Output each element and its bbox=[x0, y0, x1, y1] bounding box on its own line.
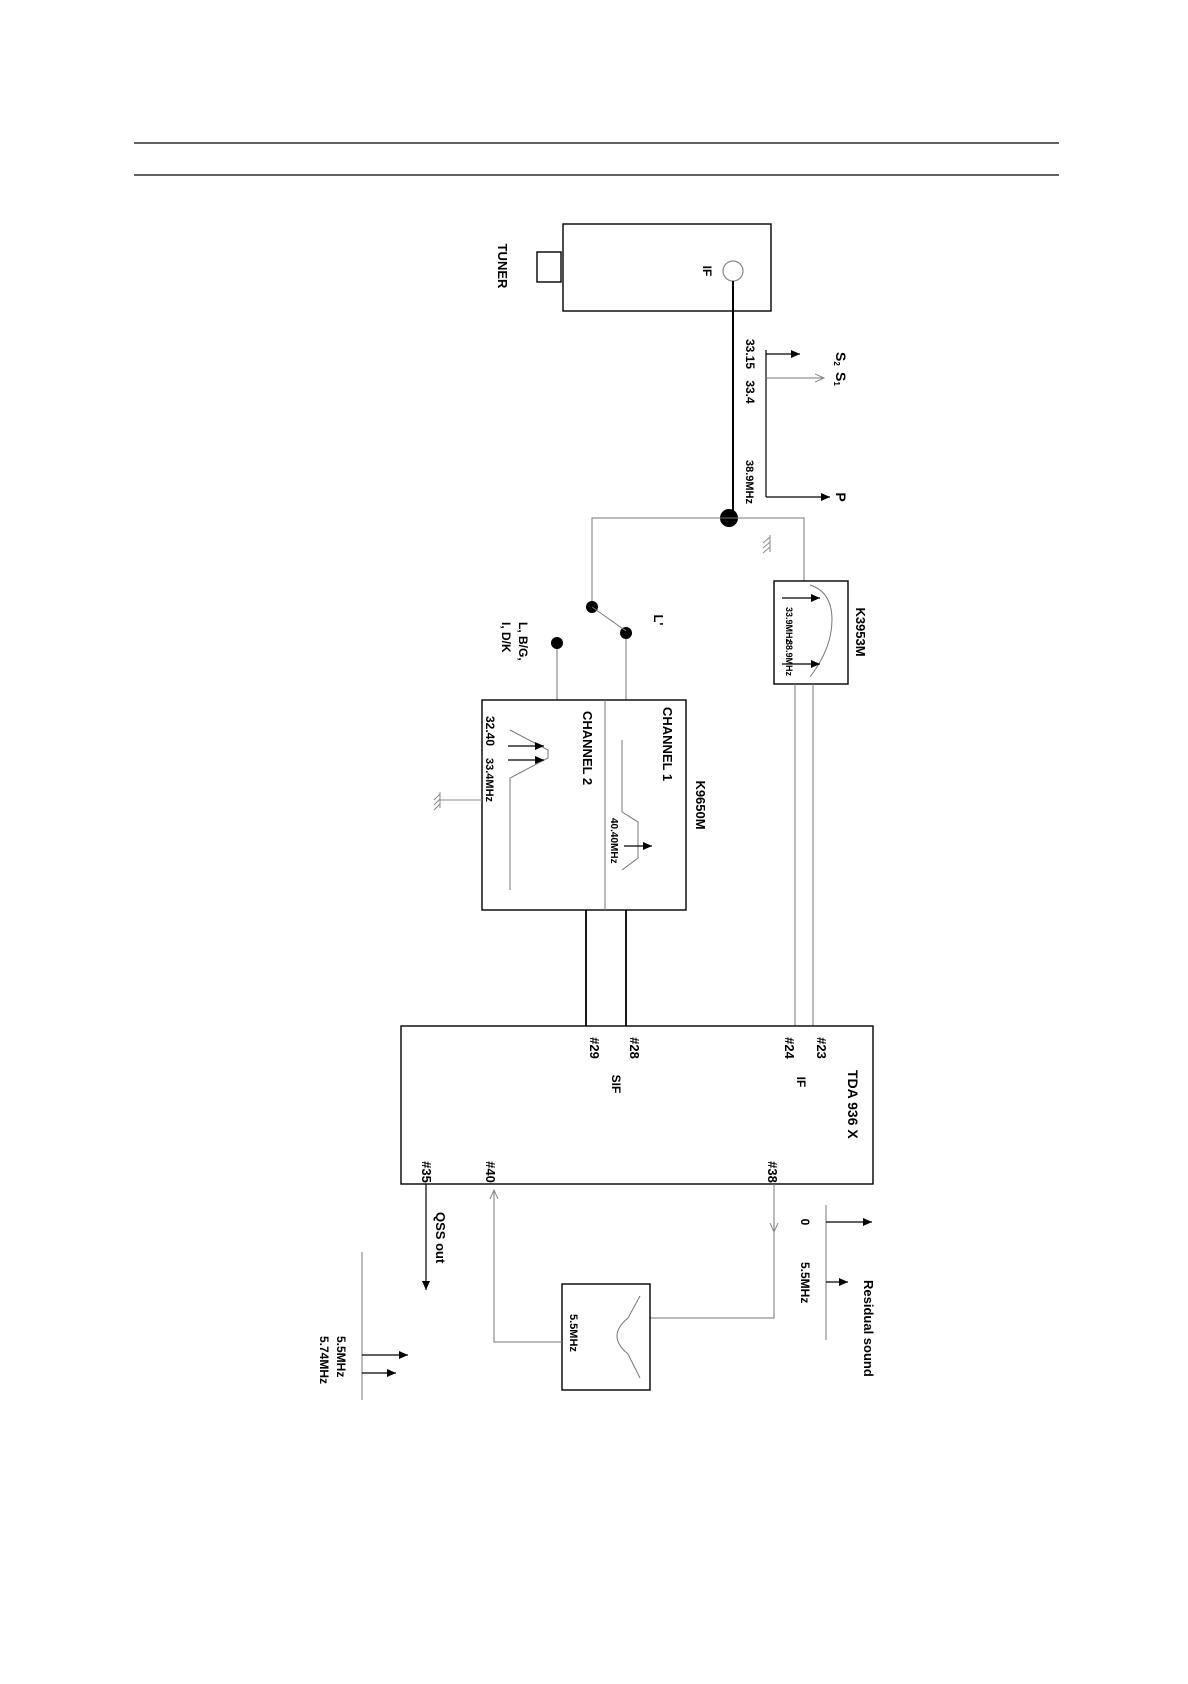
residual-sound-label: Residual sound bbox=[861, 1280, 876, 1377]
branch-to-k3953m bbox=[729, 517, 805, 581]
filter-to-pin40 bbox=[494, 1190, 562, 1343]
qss-label: QSS out bbox=[433, 1212, 448, 1264]
tuner-label: TUNER bbox=[495, 244, 510, 289]
residual-f1-label: 5.5MHz bbox=[798, 1262, 812, 1303]
f-p-label: 38.9MHz bbox=[743, 460, 755, 505]
switch-other-label-1: L, B/G, bbox=[516, 622, 530, 661]
pin-35-label: #35 bbox=[419, 1161, 434, 1183]
k3953m-f2: 38.9MHz bbox=[784, 640, 794, 677]
f-s2-label: 33.15 bbox=[743, 339, 757, 369]
k3953m-f1: 33.9MHz bbox=[784, 607, 794, 644]
tda-if-label: IF bbox=[794, 1077, 808, 1088]
pin-38-label: #38 bbox=[765, 1161, 780, 1183]
notch-filter-curve bbox=[616, 1295, 641, 1379]
p-label: P bbox=[833, 492, 849, 501]
k9650m-ch2-label: CHANNEL 2 bbox=[580, 711, 595, 785]
switch-other-label-2: I, D/K bbox=[499, 622, 513, 653]
pin-24-label: #24 bbox=[782, 1037, 797, 1059]
tda-box bbox=[400, 1025, 874, 1185]
ch2-f2-label: 33.4MHz bbox=[483, 758, 495, 803]
pin-40-label: #40 bbox=[483, 1161, 498, 1183]
pin-23-label: #23 bbox=[814, 1037, 829, 1059]
switch-other-node bbox=[551, 637, 563, 649]
tuner-if-label: IF bbox=[700, 266, 714, 277]
s2-label: S2 bbox=[832, 352, 849, 366]
switch-blade bbox=[591, 606, 627, 632]
notch-filter-freq: 5.5MHz bbox=[567, 1314, 579, 1352]
tda-name: TDA 936 X bbox=[845, 1070, 861, 1139]
switch-l-prime-node bbox=[620, 627, 632, 639]
f-s1-label: 33.4 bbox=[743, 380, 757, 404]
notch-filter-box bbox=[561, 1283, 651, 1391]
ch1-response-curve bbox=[621, 811, 639, 871]
branch-to-switch bbox=[591, 517, 729, 606]
ch1-freq-label: 40.40MHz bbox=[608, 818, 619, 864]
s1-label: S1 bbox=[832, 372, 849, 386]
ch2-f1-label: 32.40 bbox=[483, 716, 497, 746]
ground-symbol-1 bbox=[762, 535, 771, 554]
residual-f0-label: 0 bbox=[798, 1219, 812, 1226]
k9650m-name: K9650M bbox=[693, 780, 708, 829]
k9650m-ch1-label: CHANNEL 1 bbox=[660, 707, 675, 781]
pin-28-label: #28 bbox=[627, 1037, 642, 1059]
tuner-if-output-circle bbox=[722, 260, 744, 282]
k3953m-name: K3953M bbox=[853, 607, 868, 656]
pin38-to-filter bbox=[650, 1232, 775, 1319]
qss-f2-label: 5.74MHz bbox=[317, 1336, 331, 1384]
pin-29-label: #29 bbox=[587, 1037, 602, 1059]
qss-f1-label: 5.5MHz bbox=[334, 1336, 348, 1377]
tda-sif-label: SIF bbox=[609, 1075, 623, 1094]
tuner-connector bbox=[536, 251, 562, 283]
k9650m-box bbox=[481, 699, 687, 911]
k3953m-passband-curve bbox=[809, 584, 833, 678]
switch-l-prime-label: L' bbox=[651, 614, 666, 625]
ground-symbol-2 bbox=[433, 792, 482, 811]
